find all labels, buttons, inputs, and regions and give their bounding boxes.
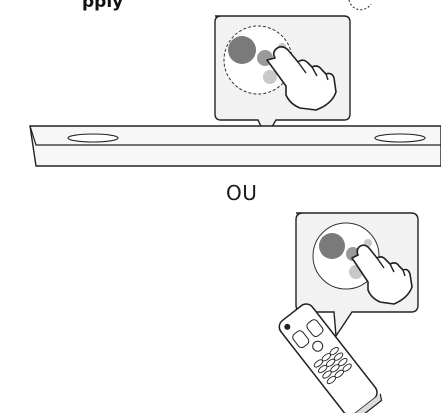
dashed-circle-hint-icon (348, 0, 372, 11)
hand-pointer-icon (351, 244, 413, 305)
instruction-text-fragment: pply (82, 0, 124, 12)
remote-control (278, 303, 383, 413)
hand-pointer-icon (266, 45, 337, 111)
button-icon (223, 25, 293, 95)
soundbar (29, 125, 441, 167)
alternative-label: OU (226, 181, 258, 205)
